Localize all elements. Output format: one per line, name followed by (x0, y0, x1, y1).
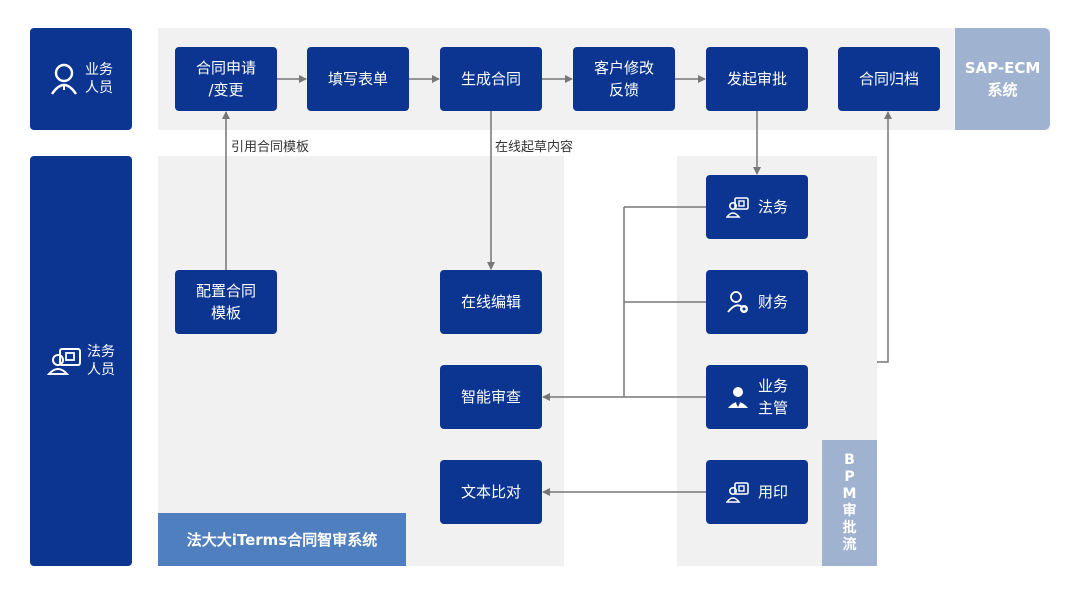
step-contract-application[interactable]: 合同申请 /变更 (175, 47, 277, 111)
iterms-tag: 法大大iTerms合同智审系统 (158, 513, 406, 566)
step-generate-contract[interactable]: 生成合同 (440, 47, 542, 111)
text-compare-box[interactable]: 文本比对 (440, 460, 542, 524)
id-card-person-icon (47, 346, 83, 376)
online-draft-annotation: 在线起草内容 (495, 140, 574, 155)
id-card-person-icon (725, 195, 750, 219)
bpm-seal-box[interactable]: 用印 (706, 460, 808, 524)
online-edit-box[interactable]: 在线编辑 (440, 270, 542, 334)
step-initiate-approval[interactable]: 发起审批 (706, 47, 808, 111)
bpm-legal-label: 法务 (757, 198, 788, 216)
step-fill-form[interactable]: 填写表单 (307, 47, 409, 111)
legal-staff-role: 法务 人员 (30, 156, 132, 566)
step-customer-feedback[interactable]: 客户修改 反馈 (573, 47, 675, 111)
manager-person-icon (726, 385, 750, 409)
smart-review-box[interactable]: 智能审查 (440, 365, 542, 429)
bpm-tag: B P M 审 批 流 (822, 440, 877, 566)
bpm-seal-label: 用印 (757, 483, 788, 501)
step-contract-archive[interactable]: 合同归档 (838, 47, 940, 111)
config-template-box[interactable]: 配置合同 模板 (175, 270, 277, 334)
sap-ecm-tag: SAP-ECM 系统 (955, 28, 1050, 130)
bpm-legal-box[interactable]: 法务 (706, 175, 808, 239)
bpm-finance-box[interactable]: 财务 (706, 270, 808, 334)
id-card-person-icon (725, 480, 750, 504)
template-ref-annotation: 引用合同模板 (231, 140, 310, 155)
person-outline-icon (49, 62, 79, 96)
person-settings-icon (726, 290, 750, 314)
bpm-finance-label: 财务 (757, 293, 788, 311)
legal-role-label: 法务 人员 (87, 344, 115, 378)
business-staff-role: 业务 人员 (30, 28, 132, 130)
bpm-manager-box[interactable]: 业务 主管 (706, 365, 808, 429)
business-role-label: 业务 人员 (85, 62, 113, 96)
bpm-manager-label: 业务 主管 (757, 377, 788, 417)
